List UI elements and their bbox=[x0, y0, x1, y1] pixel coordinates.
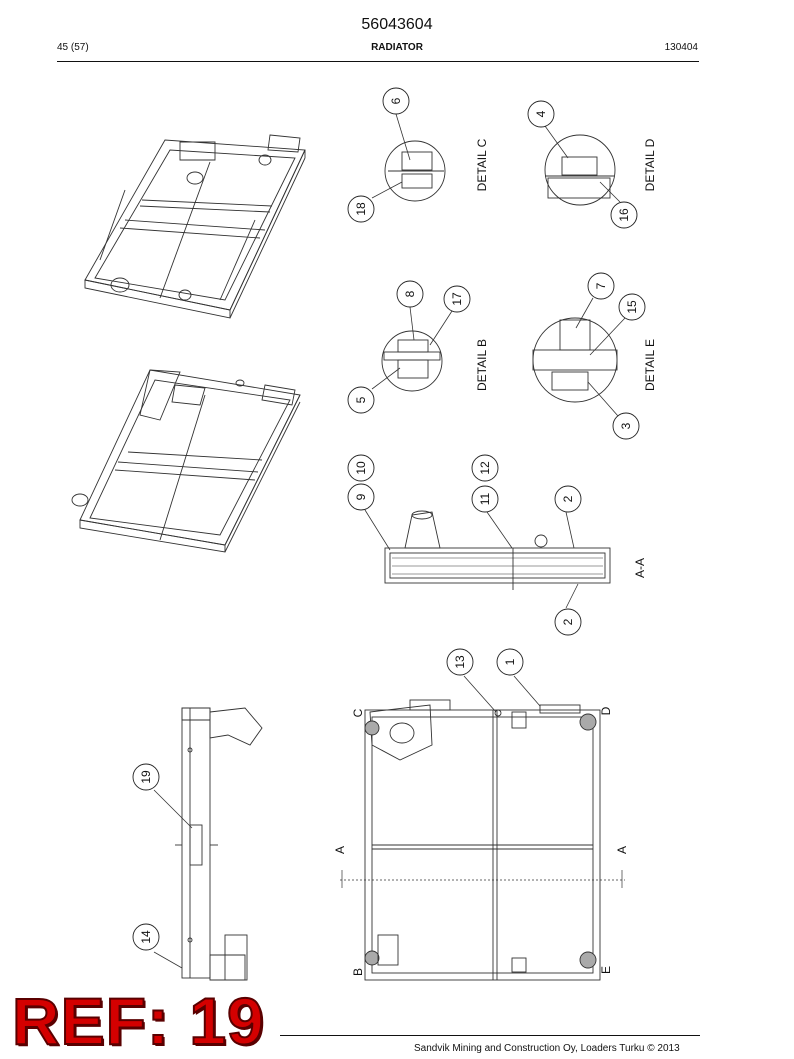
isometric-view-top bbox=[84, 134, 306, 319]
detail-c-label: DETAIL C bbox=[475, 138, 489, 191]
callout-15: 15 bbox=[625, 300, 639, 314]
date-code: 130404 bbox=[664, 42, 698, 53]
view-letter-e: E bbox=[599, 966, 613, 974]
detail-b-label: DETAIL B bbox=[475, 339, 489, 391]
footer-divider bbox=[280, 1035, 700, 1036]
callout-3: 3 bbox=[619, 422, 633, 429]
side-view bbox=[175, 707, 263, 981]
ref-stamp: REF: 19 bbox=[11, 983, 265, 1059]
detail-b-view bbox=[381, 330, 443, 392]
view-letter-a-right: A bbox=[615, 846, 629, 854]
callout-7: 7 bbox=[594, 282, 608, 289]
detail-d-view bbox=[544, 134, 616, 206]
callout-1: 1 bbox=[503, 658, 517, 665]
footer-copyright: Sandvik Mining and Construction Oy, Load… bbox=[414, 1043, 680, 1054]
detail-e-label: DETAIL E bbox=[643, 339, 657, 391]
detail-c-view bbox=[384, 140, 446, 202]
section-aa-label: A-A bbox=[633, 558, 647, 578]
view-letter-b: B bbox=[351, 968, 365, 976]
callout-9: 9 bbox=[354, 493, 368, 500]
header-divider bbox=[57, 61, 699, 62]
callout-12: 12 bbox=[478, 461, 492, 475]
view-letter-a-left: A bbox=[333, 846, 347, 854]
view-letter-d: D bbox=[599, 706, 613, 715]
callout-19: 19 bbox=[139, 770, 153, 784]
callout-4: 4 bbox=[534, 110, 548, 117]
callout-13: 13 bbox=[453, 655, 467, 669]
detail-d-label: DETAIL D bbox=[643, 138, 657, 191]
front-view bbox=[340, 699, 625, 981]
callout-11: 11 bbox=[478, 492, 492, 505]
callout-10: 10 bbox=[354, 461, 368, 475]
callout-6: 6 bbox=[389, 97, 403, 104]
callout-18: 18 bbox=[354, 202, 368, 216]
callout-2-top: 2 bbox=[561, 495, 575, 502]
section-aa-view bbox=[384, 510, 611, 590]
callout-16: 16 bbox=[617, 208, 631, 222]
callout-2-bottom: 2 bbox=[561, 618, 575, 625]
callout-14: 14 bbox=[139, 930, 153, 944]
view-letter-c: C bbox=[351, 708, 365, 717]
callout-17: 17 bbox=[450, 292, 464, 306]
page-indicator: 45 (57) bbox=[57, 42, 89, 53]
document-number: 56043604 bbox=[361, 16, 433, 33]
page-title: RADIATOR bbox=[371, 42, 423, 53]
callout-8: 8 bbox=[403, 290, 417, 297]
leader-lines bbox=[153, 113, 626, 969]
callout-5: 5 bbox=[354, 396, 368, 403]
isometric-view-bottom bbox=[71, 369, 301, 553]
detail-e-view bbox=[532, 317, 618, 403]
